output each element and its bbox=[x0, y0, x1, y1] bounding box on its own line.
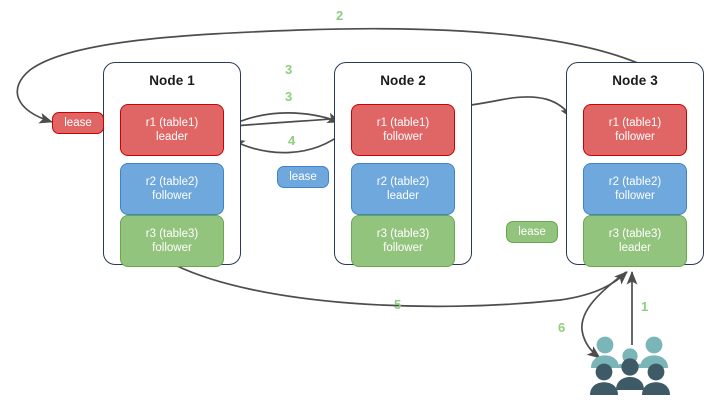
lease-badge-red[interactable]: lease bbox=[52, 112, 104, 134]
replica-name: r1 (table1) bbox=[608, 117, 662, 129]
people-group-icon bbox=[590, 336, 670, 395]
replica-node1-r2[interactable]: r2 (table2) follower bbox=[120, 163, 224, 215]
step-label-1: 1 bbox=[641, 299, 649, 314]
replica-name: r1 (table1) bbox=[145, 117, 199, 129]
step-label-2: 2 bbox=[336, 8, 344, 23]
replica-role: follower bbox=[152, 242, 192, 254]
node-title: Node 3 bbox=[612, 73, 658, 88]
people-front-row bbox=[590, 358, 670, 395]
replica-node3-r2[interactable]: r2 (table2) follower bbox=[583, 163, 687, 215]
lease-badge-green[interactable]: lease bbox=[506, 221, 558, 243]
step-label-3-lower: 3 bbox=[285, 89, 293, 104]
step-label-5: 5 bbox=[394, 297, 402, 312]
node-title: Node 1 bbox=[149, 73, 195, 88]
replica-role: follower bbox=[152, 190, 192, 202]
node-box-node1[interactable]: Node 1 r1 (table1) leader r2 (table2) fo… bbox=[103, 62, 241, 267]
replica-name: r2 (table2) bbox=[145, 176, 199, 188]
replica-name: r2 (table2) bbox=[608, 176, 662, 188]
replica-node3-r1[interactable]: r1 (table1) follower bbox=[583, 104, 687, 156]
replica-role: leader bbox=[619, 242, 651, 254]
replica-name: r3 (table3) bbox=[376, 228, 430, 240]
node-box-node2[interactable]: Node 2 r1 (table1) follower r2 (table2) … bbox=[334, 62, 472, 267]
replica-node2-r3[interactable]: r3 (table3) follower bbox=[351, 215, 455, 267]
replica-node3-r3[interactable]: r3 (table3) leader bbox=[583, 215, 687, 267]
replica-node1-r1[interactable]: r1 (table1) leader bbox=[120, 104, 224, 156]
edge-3-to-node2 bbox=[223, 112, 341, 130]
replica-name: r2 (table2) bbox=[376, 176, 430, 188]
replica-name: r1 (table1) bbox=[376, 117, 430, 129]
replica-node1-r3[interactable]: r3 (table3) follower bbox=[120, 215, 224, 267]
replica-role: follower bbox=[383, 242, 423, 254]
replica-role: leader bbox=[387, 190, 419, 202]
step-label-3-upper: 3 bbox=[285, 62, 293, 77]
replica-role: leader bbox=[156, 131, 188, 143]
replica-node2-r2[interactable]: r2 (table2) leader bbox=[351, 163, 455, 215]
replica-name: r3 (table3) bbox=[608, 228, 662, 240]
replica-name: r3 (table3) bbox=[145, 228, 199, 240]
node-title: Node 2 bbox=[380, 73, 426, 88]
replica-role: follower bbox=[615, 131, 655, 143]
lease-badge-blue[interactable]: lease bbox=[277, 166, 329, 188]
replica-node2-r1[interactable]: r1 (table1) follower bbox=[351, 104, 455, 156]
node-box-node3[interactable]: Node 3 r1 (table1) follower r2 (table2) … bbox=[566, 62, 704, 267]
replica-role: follower bbox=[615, 190, 655, 202]
step-label-6: 6 bbox=[558, 320, 566, 335]
step-label-4: 4 bbox=[288, 133, 296, 148]
replica-role: follower bbox=[383, 131, 423, 143]
